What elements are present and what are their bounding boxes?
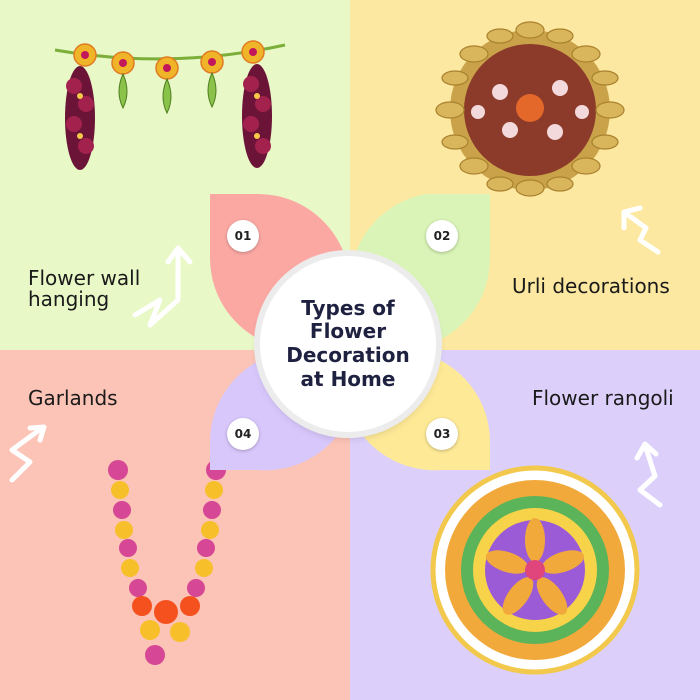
badge-01: 01 (227, 220, 259, 252)
label-urli-decorations: Urli decorations (512, 274, 670, 298)
arrow-icon-03 (634, 441, 663, 508)
label-flower-rangoli: Flower rangoli (532, 386, 674, 410)
label-garlands: Garlands (28, 386, 118, 410)
center-circle: Types of Flower Decoration at Home (260, 256, 436, 432)
arrow-icon-04 (9, 424, 47, 483)
badge-04: 04 (227, 418, 259, 450)
urli-bowl-icon (435, 21, 625, 197)
toran-garland-icon (54, 40, 286, 170)
badge-03: 03 (426, 418, 458, 450)
flower-garland-icon (108, 460, 226, 665)
label-flower-wall-hanging: Flower wall hanging (28, 266, 141, 311)
arrow-icon-01 (132, 245, 193, 328)
arrow-icon-02 (621, 205, 661, 255)
badge-02: 02 (426, 220, 458, 252)
rangoli-icon (430, 465, 640, 675)
page-title: Types of Flower Decoration at Home (286, 295, 410, 391)
